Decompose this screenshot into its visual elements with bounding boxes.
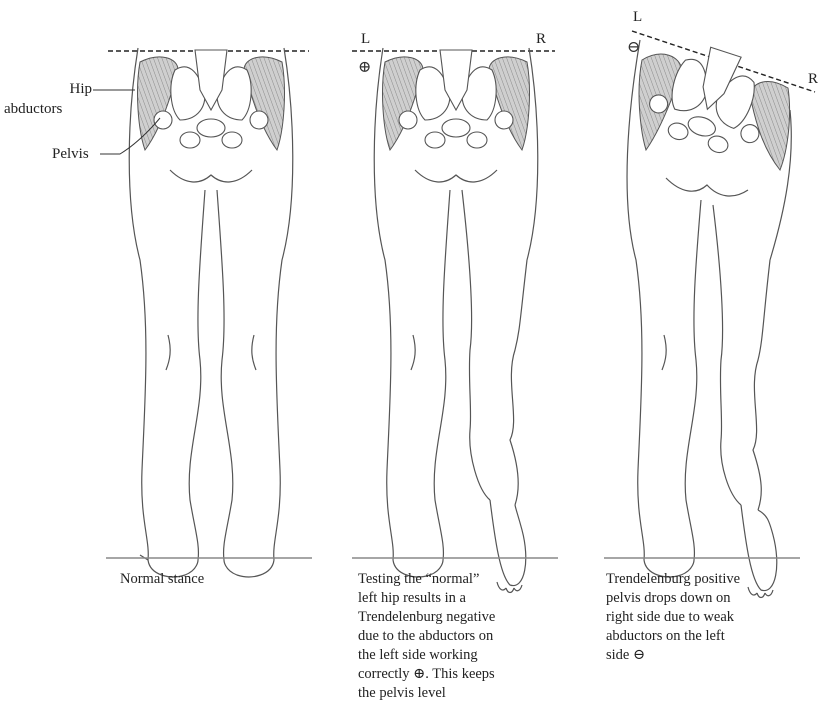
caption-line: right side due to weak <box>606 608 740 627</box>
hip-label-line1: Hip <box>70 81 93 97</box>
caption-line: Trendelenburg negative <box>358 608 495 627</box>
abductors-label-line2: abductors <box>4 101 62 117</box>
caption-normal-stance: Normal stance <box>120 570 204 589</box>
caption-line: abductors on the left <box>606 627 740 646</box>
panel2-left-marker: L <box>361 30 370 48</box>
caption-line: the left side working <box>358 646 495 665</box>
hip-abductors-label-2: abductors <box>4 100 62 118</box>
caption-line: left hip results in a <box>358 589 495 608</box>
caption-trendelenburg-positive: Trendelenburg positive pelvis drops down… <box>606 570 740 665</box>
panel3-left-marker: L <box>633 8 642 26</box>
caption-line: Normal stance <box>120 570 204 589</box>
caption-line: the pelvis level <box>358 684 495 703</box>
pelvis-label-text: Pelvis <box>52 146 89 162</box>
caption-line: Testing the “normal” <box>358 570 495 589</box>
hip-abductor-muscle-right <box>750 82 790 170</box>
caption-trendelenburg-negative: Testing the “normal” left hip results in… <box>358 570 495 703</box>
hip-abductors-label: Hip <box>60 80 92 98</box>
pelvis-label: Pelvis <box>52 145 89 163</box>
plus-circle-icon: ⊕ <box>358 60 371 76</box>
panel3-right-marker: R <box>808 70 818 88</box>
caption-line: due to the abductors on <box>358 627 495 646</box>
caption-line: Trendelenburg positive <box>606 570 740 589</box>
caption-line: side ⊖ <box>606 646 740 665</box>
caption-line: correctly ⊕. This keeps <box>358 665 495 684</box>
minus-circle-icon: ⊖ <box>627 40 640 56</box>
panel2-right-marker: R <box>536 30 546 48</box>
caption-line: pelvis drops down on <box>606 589 740 608</box>
